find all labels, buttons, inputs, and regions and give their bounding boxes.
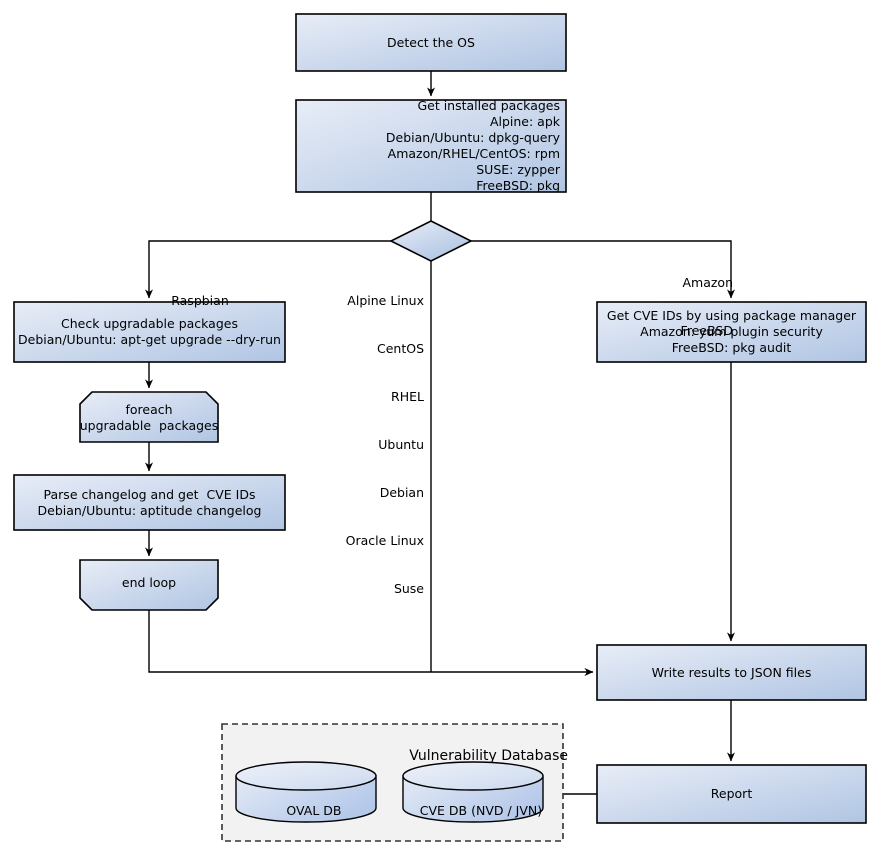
distro-ubuntu: Ubuntu <box>378 437 424 452</box>
edge-label-amazon-freebsd: Amazon FreeBSD <box>605 243 733 371</box>
edge-endloop-to-write <box>148 610 594 676</box>
edge-decision-right <box>471 240 735 299</box>
distro-debian: Debian <box>379 485 424 500</box>
edge-decision-left <box>145 240 391 299</box>
node-oval-db-label: OVAL DB <box>236 787 376 835</box>
node-cve-db-label: CVE DB (NVD / JVN) <box>403 787 543 835</box>
distro-oracle-linux: Oracle Linux <box>345 533 424 548</box>
distro-alpine: Alpine Linux <box>347 293 424 308</box>
node-write-results[interactable] <box>596 644 867 701</box>
group-title-vulnerability-database: Vulnerability Database <box>230 729 568 783</box>
node-foreach-loop[interactable] <box>79 391 219 443</box>
node-check-upgradable[interactable] <box>13 301 286 363</box>
node-get-cve-pkg-manager[interactable] <box>596 301 867 363</box>
node-cve-db[interactable] <box>402 761 544 823</box>
cve-db-text: CVE DB (NVD / JVN) <box>419 803 543 818</box>
node-report[interactable] <box>596 764 867 824</box>
distro-suse: Suse <box>393 581 424 596</box>
oval-db-text: OVAL DB <box>286 803 342 818</box>
node-get-installed-packages[interactable] <box>295 99 567 193</box>
node-parse-changelog[interactable] <box>13 474 286 531</box>
branch-freebsd: FreeBSD <box>680 323 733 338</box>
raspbian-text: Raspbian <box>171 293 229 308</box>
distro-rhel: RHEL <box>391 389 424 404</box>
distro-centos: CentOS <box>376 341 424 356</box>
node-detect-os[interactable] <box>295 13 567 72</box>
node-os-decision[interactable] <box>389 220 473 262</box>
edge-label-raspbian: Raspbian <box>140 261 260 341</box>
branch-amazon: Amazon <box>682 275 733 290</box>
vulnerability-database-text: Vulnerability Database <box>409 748 568 764</box>
node-end-loop[interactable] <box>79 559 219 611</box>
node-oval-db[interactable] <box>235 761 377 823</box>
edge-label-middle-distros: Alpine Linux CentOS RHEL Ubuntu Debian O… <box>300 261 424 629</box>
